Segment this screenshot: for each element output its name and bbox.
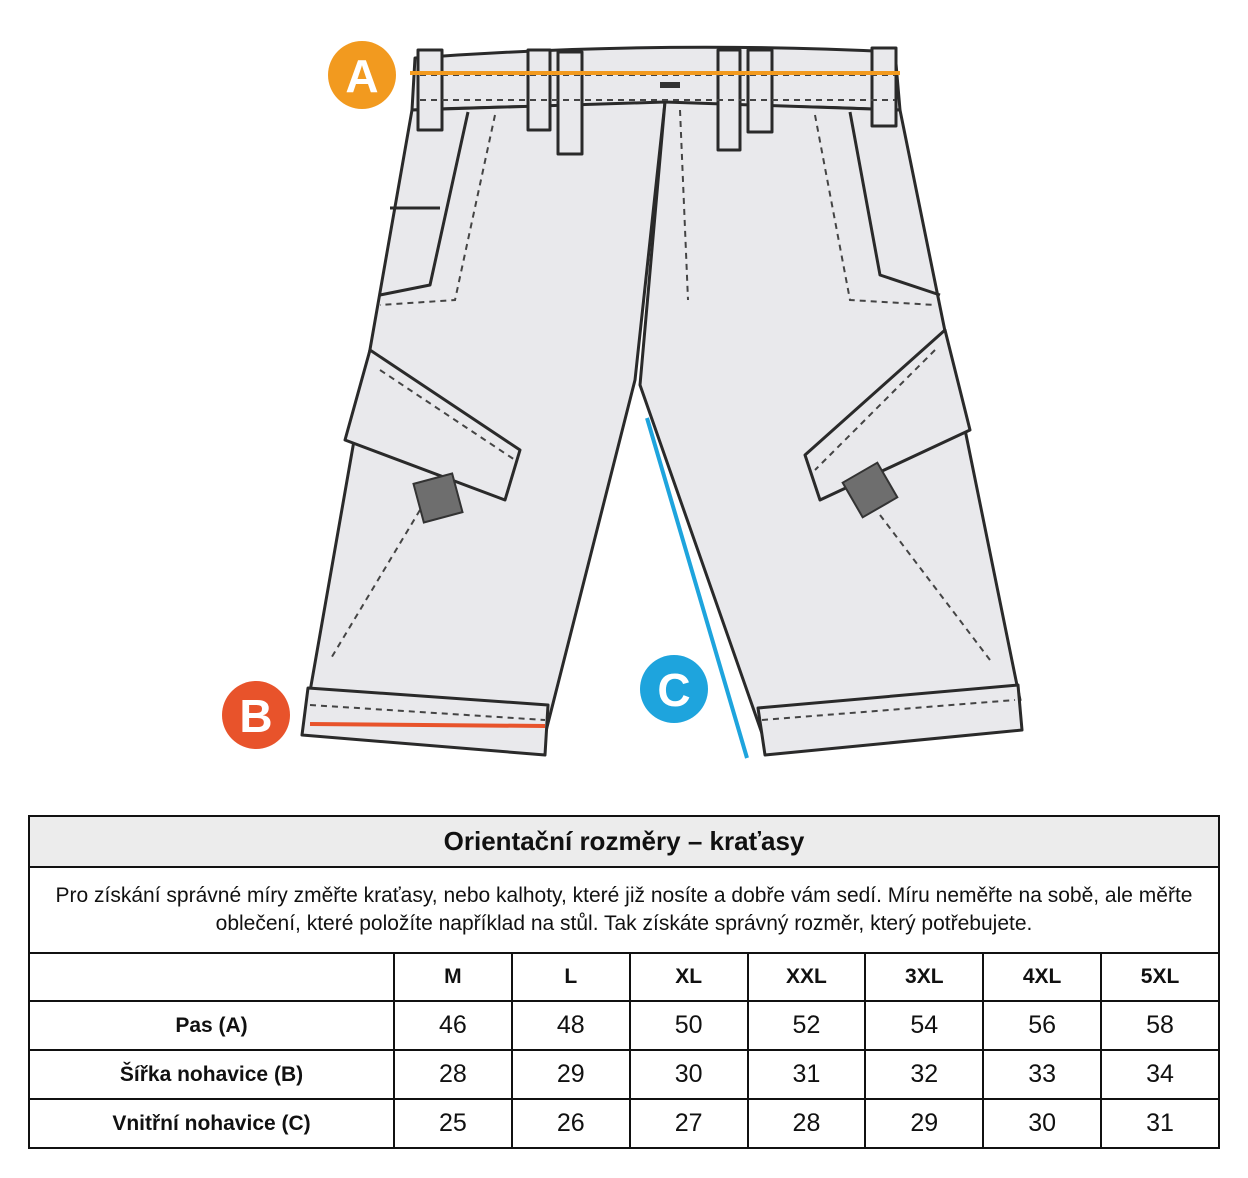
- cell: 29: [510, 1049, 631, 1100]
- left-cargo-pocket: [343, 348, 522, 502]
- row-label: Šířka nohavice (B): [28, 1049, 395, 1100]
- size-header-row: M L XL XXL 3XL 4XL 5XL: [28, 952, 1220, 1002]
- table-row: Šířka nohavice (B) 28 29 30 31 32 33 34: [28, 1049, 1220, 1100]
- cell: 29: [864, 1098, 985, 1149]
- cell: 27: [628, 1098, 749, 1149]
- cell: 28: [393, 1049, 513, 1100]
- right-cargo-pocket: [803, 328, 972, 502]
- cell: 25: [393, 1098, 513, 1149]
- row-label: Pas (A): [28, 1000, 395, 1051]
- table-row: Vnitřní nohavice (C) 25 26 27 28 29 30 3…: [28, 1098, 1220, 1149]
- table-title: Orientační rozměry – kraťasy: [28, 815, 1220, 868]
- empty-header-cell: [28, 952, 395, 1002]
- cell: 34: [1100, 1049, 1220, 1100]
- cell: 31: [1100, 1098, 1220, 1149]
- size-header: 3XL: [864, 952, 985, 1002]
- cell: 52: [746, 1000, 867, 1051]
- size-header: L: [510, 952, 631, 1002]
- marker-c: C: [640, 655, 708, 723]
- size-table: Orientační rozměry – kraťasy Pro získání…: [28, 815, 1220, 1149]
- cell: 31: [746, 1049, 867, 1100]
- size-header: XL: [628, 952, 749, 1002]
- marker-b: B: [222, 681, 290, 749]
- size-header: XXL: [746, 952, 867, 1002]
- row-label: Vnitřní nohavice (C): [28, 1098, 395, 1149]
- left-leg: [303, 100, 667, 737]
- table-description: Pro získání správné míry změřte kraťasy,…: [28, 866, 1220, 954]
- size-header: M: [393, 952, 513, 1002]
- size-header: 5XL: [1100, 952, 1220, 1002]
- measure-line-b: [309, 722, 546, 728]
- measure-line-c: [645, 417, 749, 759]
- cell: 30: [982, 1098, 1103, 1149]
- cell: 54: [864, 1000, 985, 1051]
- svg-text:B: B: [239, 690, 272, 742]
- cell: 58: [1100, 1000, 1220, 1051]
- cell: 50: [628, 1000, 749, 1051]
- cell: 56: [982, 1000, 1103, 1051]
- size-header: 4XL: [982, 952, 1103, 1002]
- pocket-tabs: [412, 461, 899, 524]
- table-row: Pas (A) 46 48 50 52 54 56 58: [28, 1000, 1220, 1051]
- shorts-illustration: A B C: [222, 41, 1024, 759]
- cell: 33: [982, 1049, 1103, 1100]
- right-cuff: [756, 683, 1024, 757]
- cell: 30: [628, 1049, 749, 1100]
- cell: 32: [864, 1049, 985, 1100]
- cell: 46: [393, 1000, 513, 1051]
- cell: 28: [746, 1098, 867, 1149]
- cell: 48: [510, 1000, 631, 1051]
- svg-text:C: C: [657, 664, 690, 716]
- svg-text:A: A: [345, 50, 378, 102]
- left-cuff: [300, 686, 550, 757]
- marker-a: A: [328, 41, 396, 109]
- cell: 26: [510, 1098, 631, 1149]
